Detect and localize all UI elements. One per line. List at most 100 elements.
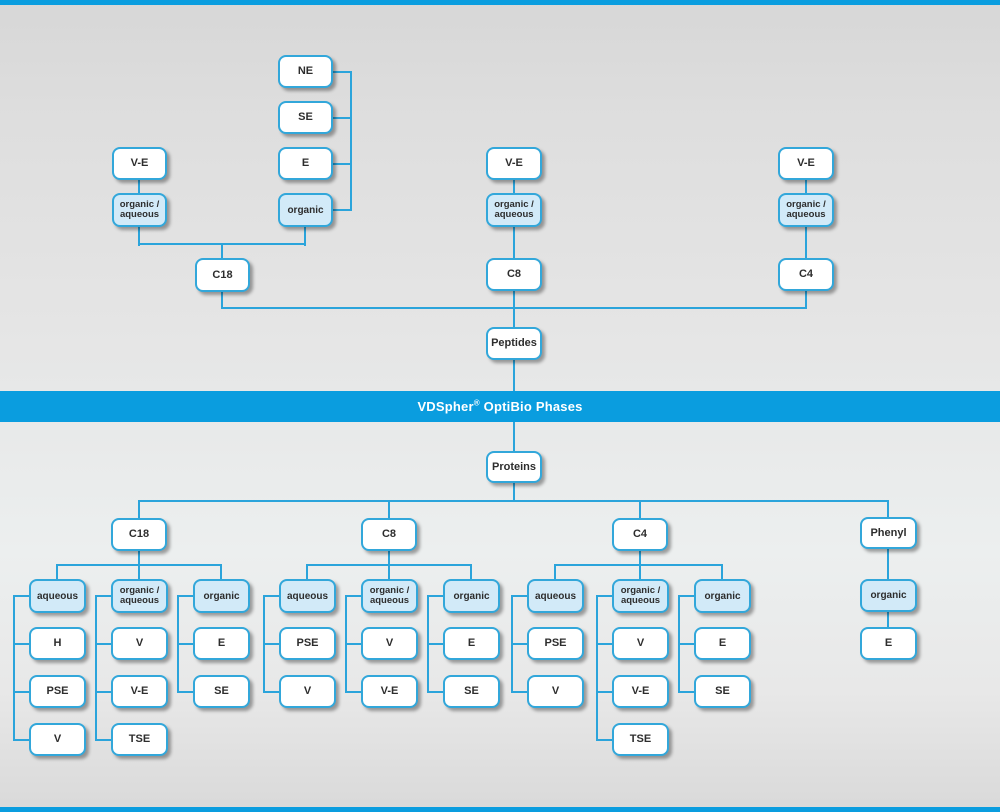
node-pro-phenyl: Phenyl [860,517,917,549]
node-c8-aq-v: V [279,675,336,708]
node-c8-aq-pse: PSE [279,627,336,660]
connector-line [427,595,444,597]
connector-line [639,564,641,580]
node-phenyl-organic: organic [860,579,917,612]
connector-line [138,500,889,502]
node-pep-ve-c8: V-E [486,147,542,180]
node-c4-aq-pse: PSE [527,627,584,660]
connector-line [332,117,352,119]
connector-line [221,307,807,309]
banner-title: VDSpher® OptiBio Phases [417,399,582,414]
node-c4-organic: organic [694,579,751,613]
connector-line [511,595,528,597]
connector-line [306,564,308,580]
node-c18-oa-v: V [111,627,168,660]
connector-line [513,482,515,502]
connector-line [345,643,362,645]
connector-line [427,643,444,645]
connector-line [511,643,528,645]
node-proteins: Proteins [486,451,542,483]
connector-line [554,564,723,566]
node-pep-c18: C18 [195,258,250,292]
connector-line [263,643,280,645]
node-pep-ne: NE [278,55,333,88]
connector-line [95,739,112,741]
connector-line [332,163,352,165]
connector-line [345,691,362,693]
node-pep-organic: organic [278,193,333,227]
connector-line [805,179,807,194]
connector-line [511,691,528,693]
connector-line [596,691,613,693]
connector-line [513,226,515,259]
connector-line [470,564,472,580]
connector-line [596,595,613,597]
connector-line [554,564,556,580]
connector-line [639,550,641,566]
node-c18-or-se: SE [193,675,250,708]
connector-line [221,243,223,259]
node-c18-or-e: E [193,627,250,660]
connector-line [220,564,222,580]
connector-line [138,564,140,580]
connector-line [95,643,112,645]
connector-line [596,739,613,741]
connector-line [13,595,15,741]
connector-line [513,179,515,194]
connector-line [13,595,30,597]
connector-line [805,290,807,309]
connector-line [177,691,194,693]
connector-line [805,226,807,259]
connector-line [13,691,30,693]
node-c18-aq-h: H [29,627,86,660]
connector-line [138,226,140,246]
connector-line [95,595,112,597]
connector-line [678,595,695,597]
connector-line [138,550,140,566]
node-pep-orgaq-c4: organic / aqueous [778,193,834,227]
connector-line [513,359,515,392]
connector-line [639,500,641,519]
node-c18-orgaq: organic / aqueous [111,579,168,613]
connector-line [887,500,889,518]
connector-line [332,71,352,73]
node-c8-aqueous: aqueous [279,579,336,613]
node-c8-oa-v: V [361,627,418,660]
node-pep-orgaq-c18: organic / aqueous [112,193,167,227]
connector-line [427,691,444,693]
node-peptides: Peptides [486,327,542,360]
connector-line [721,564,723,580]
node-c18-oa-ve: V-E [111,675,168,708]
node-c8-or-se: SE [443,675,500,708]
connector-line [596,595,598,741]
connector-line [513,290,515,328]
node-c4-oa-v: V [612,627,669,660]
node-pep-orgaq-c8: organic / aqueous [486,193,542,227]
node-pep-e: E [278,147,333,180]
connector-line [887,611,889,628]
connector-line [678,643,695,645]
connector-line [350,71,352,211]
node-c4-or-e: E [694,627,751,660]
node-c8-orgaq: organic / aqueous [361,579,418,613]
connector-line [95,691,112,693]
node-pro-c8: C8 [361,518,417,551]
node-c4-orgaq: organic / aqueous [612,579,669,613]
node-c18-aqueous: aqueous [29,579,86,613]
node-c18-aq-v: V [29,723,86,756]
node-pep-ve-c18: V-E [112,147,167,180]
connector-line [263,691,280,693]
connector-line [138,500,140,519]
node-c8-or-e: E [443,627,500,660]
connector-line [177,643,194,645]
node-pro-c18: C18 [111,518,167,551]
node-pep-ve-c4: V-E [778,147,834,180]
connector-line [56,564,58,580]
banner-title-rest: OptiBio Phases [479,399,583,414]
connector-line [332,209,352,211]
node-c4-oa-ve: V-E [612,675,669,708]
node-c4-aq-v: V [527,675,584,708]
connector-line [596,643,613,645]
node-c18-aq-pse: PSE [29,675,86,708]
